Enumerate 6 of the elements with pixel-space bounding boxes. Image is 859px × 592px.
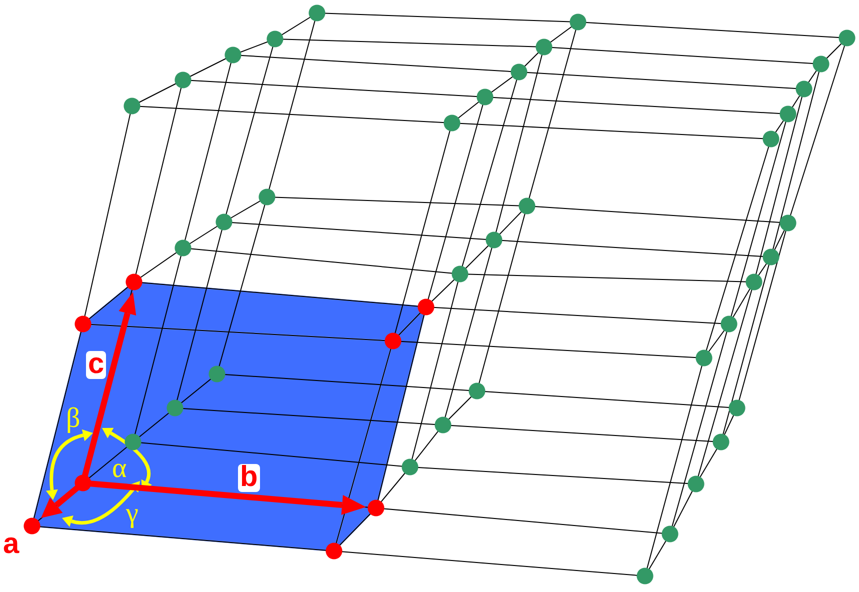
angle-label: β [66,405,80,433]
angle-label: α [112,455,127,483]
vector-label: a [3,530,20,559]
vector-label: c [86,351,106,379]
angle-label: γ [126,500,138,528]
vector-label: b [238,464,260,492]
